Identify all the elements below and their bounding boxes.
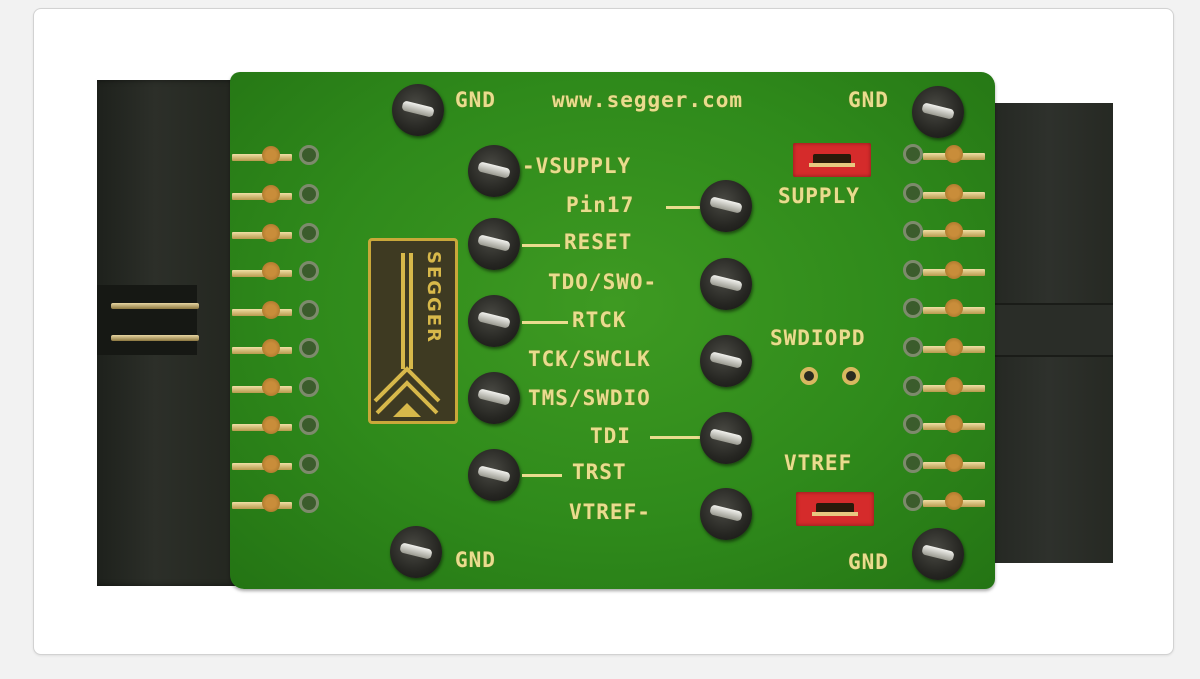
- segger-chevron-icon: [373, 253, 441, 417]
- gnd-label: GND: [455, 88, 496, 112]
- gnd-label: GND: [455, 548, 496, 572]
- header-pin: [232, 300, 322, 320]
- header-pin: [903, 298, 985, 318]
- label-pin17: Pin17: [566, 193, 635, 217]
- test-point-tdi: [700, 412, 752, 464]
- header-pin: [903, 376, 985, 396]
- label-rtck: RTCK: [572, 308, 627, 332]
- notch-pin: [111, 303, 199, 309]
- test-point-vtref: [700, 488, 752, 540]
- test-point-trst: [468, 449, 520, 501]
- header-pin: [903, 260, 985, 280]
- test-point-rtck: [468, 295, 520, 347]
- test-point-reset: [468, 218, 520, 270]
- label-reset: RESET: [564, 230, 633, 254]
- header-pin: [232, 184, 322, 204]
- header-pin: [232, 493, 322, 513]
- label-tck-swclk: TCK/SWCLK: [528, 347, 651, 371]
- connector-key: [985, 303, 1113, 357]
- header-pin: [232, 261, 322, 281]
- test-point-tck-swclk: [700, 335, 752, 387]
- segger-logo: SEGGER: [368, 238, 458, 424]
- vtref-jumper: [796, 492, 874, 526]
- lead-line: [522, 474, 562, 477]
- gnd-label: GND: [848, 88, 889, 112]
- header-pin: [232, 377, 322, 397]
- label-swdiopd: SWDIOPD: [770, 326, 866, 350]
- label-tdi: TDI: [590, 424, 631, 448]
- header-pin: [232, 454, 322, 474]
- left-connector: [97, 80, 242, 586]
- header-pin: [903, 414, 985, 434]
- label-vtref-jumper: VTREF: [784, 451, 853, 475]
- logo-text: SEGGER: [423, 251, 444, 344]
- header-pin: [232, 415, 322, 435]
- gnd-test-point-bottom-left: [390, 526, 442, 578]
- label-tms-swdio: TMS/SWDIO: [528, 386, 651, 410]
- supply-jumper: [793, 143, 871, 177]
- test-point-pin17: [700, 180, 752, 232]
- lead-line: [650, 436, 700, 439]
- label-vsupply: -VSUPPLY: [522, 154, 632, 178]
- connector-key-notch: [97, 285, 199, 355]
- header-pin: [232, 223, 322, 243]
- solder-pad: [842, 367, 860, 385]
- label-trst: TRST: [572, 460, 627, 484]
- test-point-vsupply: [468, 145, 520, 197]
- solder-pad: [800, 367, 818, 385]
- gnd-test-point-top-left: [392, 84, 444, 136]
- header-pin: [903, 144, 985, 164]
- test-point-tdo-swo: [700, 258, 752, 310]
- header-pin: [903, 491, 985, 511]
- gnd-test-point-bottom-right: [912, 528, 964, 580]
- gnd-label: GND: [848, 550, 889, 574]
- gnd-test-point-top-right: [912, 86, 964, 138]
- header-pin: [903, 453, 985, 473]
- header-pin: [903, 221, 985, 241]
- label-vtref-tp: VTREF-: [569, 500, 651, 524]
- label-tdo-swo: TDO/SWO-: [548, 270, 658, 294]
- lead-line: [522, 321, 568, 324]
- header-pin: [903, 183, 985, 203]
- lead-line: [522, 244, 560, 247]
- header-pin: [232, 145, 322, 165]
- test-point-tms-swdio: [468, 372, 520, 424]
- lead-line: [666, 206, 700, 209]
- header-pin: [903, 337, 985, 357]
- right-connector: [985, 103, 1113, 563]
- notch-pin: [111, 335, 199, 341]
- header-pin: [232, 338, 322, 358]
- url-label: www.segger.com: [552, 88, 744, 112]
- label-supply: SUPPLY: [778, 184, 860, 208]
